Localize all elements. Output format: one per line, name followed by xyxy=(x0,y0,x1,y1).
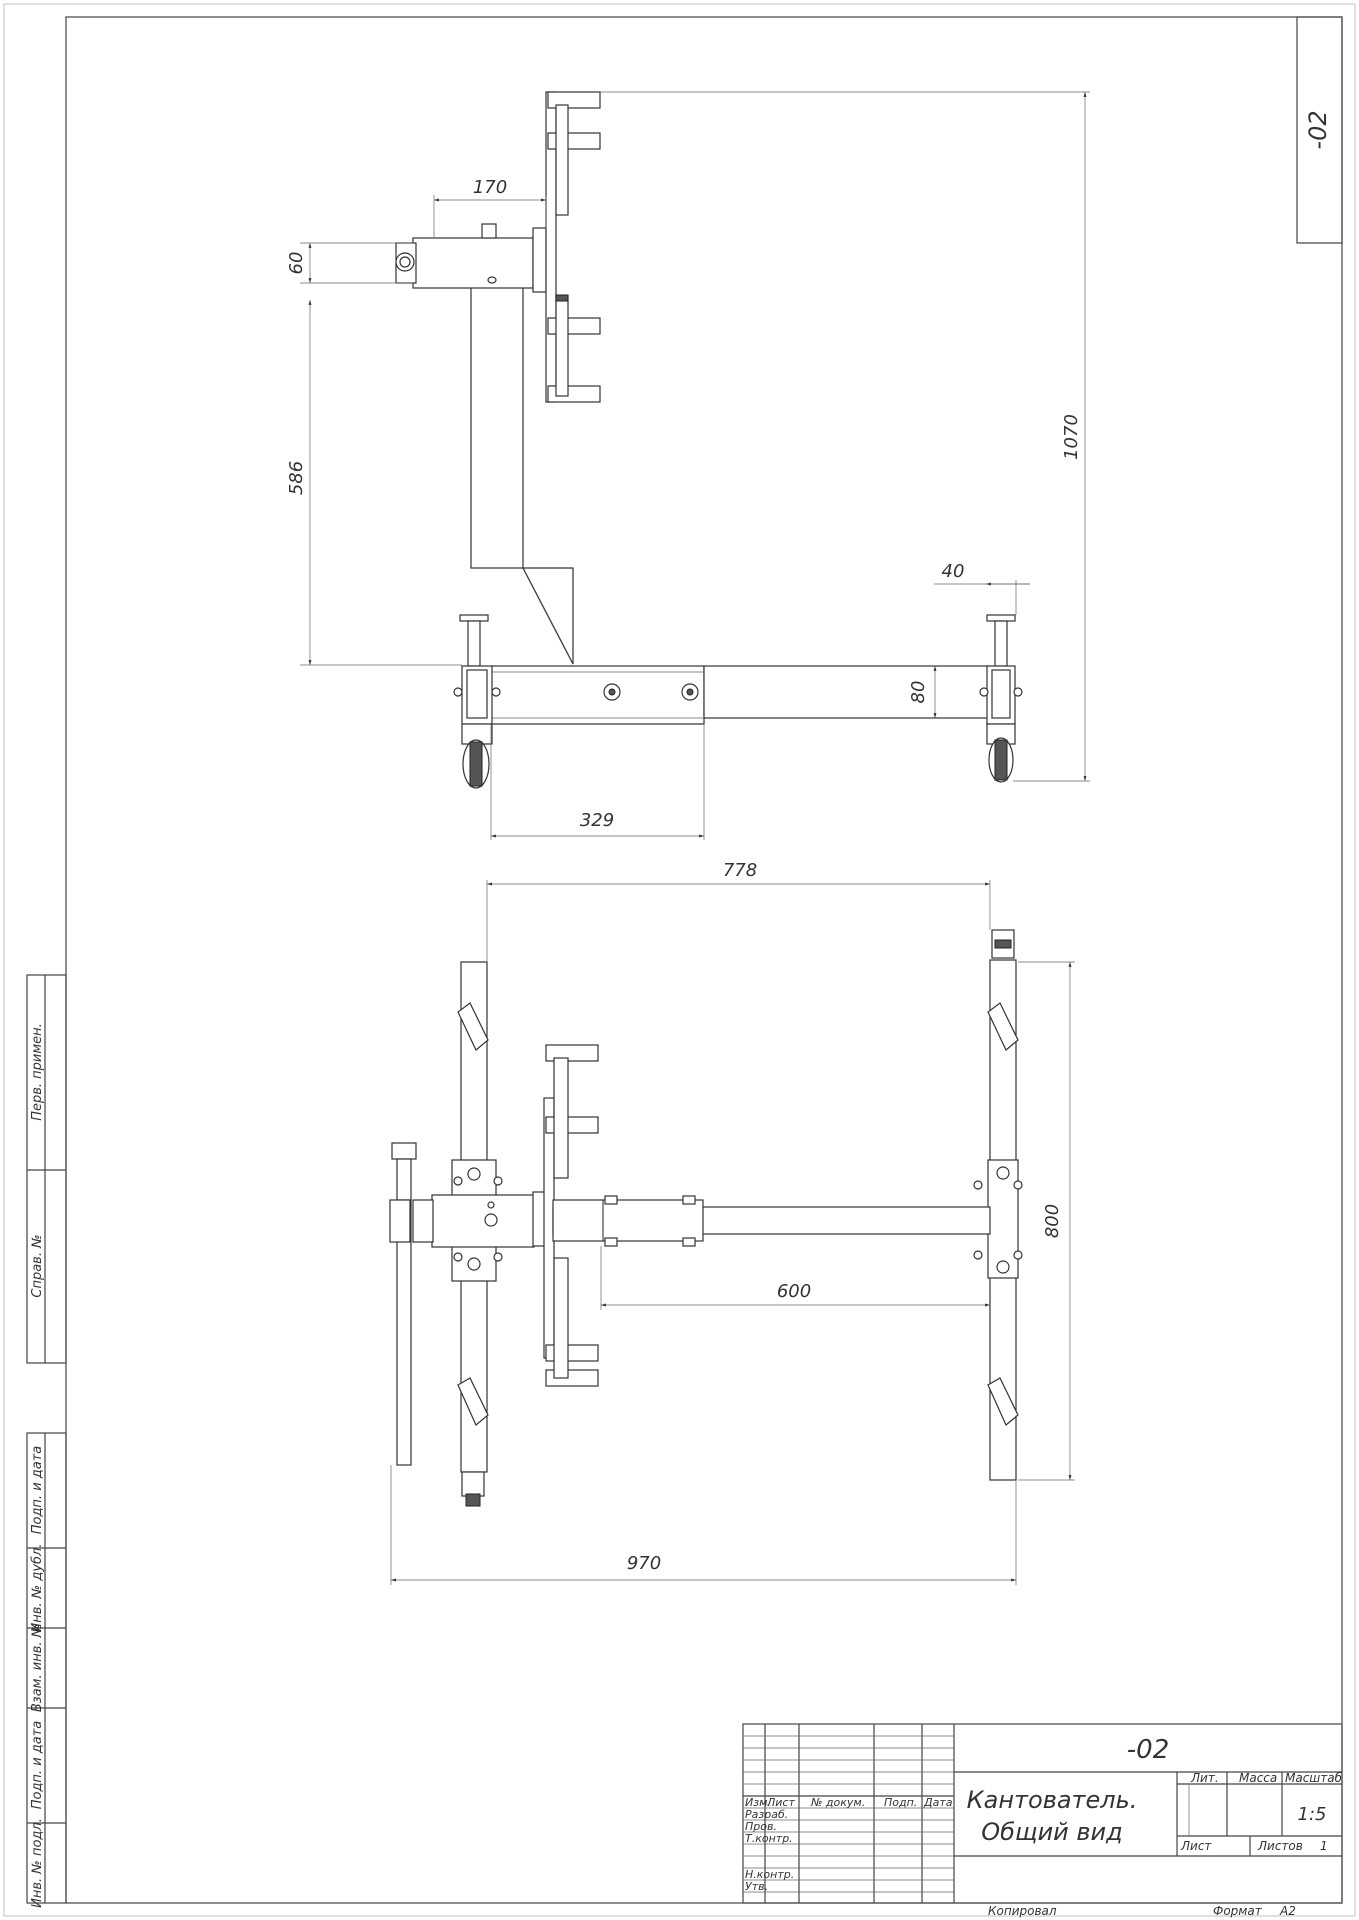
tb-col-dokum: № докум. xyxy=(810,1796,865,1809)
tb-masshtab: Масштаб xyxy=(1285,1771,1343,1785)
tb-format-value: A2 xyxy=(1279,1904,1296,1918)
tb-row-tkontr: Т.контр. xyxy=(745,1832,793,1845)
tb-scale-value: 1:5 xyxy=(1298,1804,1327,1825)
strip-sprav-no: Справ. № xyxy=(30,1234,45,1297)
dim-970: 970 xyxy=(627,1553,661,1574)
side-view: 170 60 586 1070 40 80 329 xyxy=(286,91,1090,840)
dim-170: 170 xyxy=(473,177,507,198)
drawing-frame xyxy=(65,16,1343,1904)
tb-row-utv: Утв. xyxy=(745,1880,768,1893)
left-margin-strip: Перв. примен. Справ. № Подп. и дата Инв.… xyxy=(26,974,67,1908)
tb-row-prov: Пров. xyxy=(745,1820,777,1833)
tb-sheets-value: 1 xyxy=(1320,1839,1328,1853)
right-caster xyxy=(979,614,1023,783)
column xyxy=(470,284,524,569)
tb-copied: Копировал xyxy=(988,1904,1057,1918)
tb-sheet-label: Лист xyxy=(1180,1839,1212,1853)
corner-code-box: -02 xyxy=(1296,16,1343,244)
dim-600: 600 xyxy=(777,1281,811,1302)
head-tube-top xyxy=(431,1194,535,1248)
outer-frame xyxy=(3,3,1356,1917)
tb-row-nkontr: Н.контр. xyxy=(745,1868,794,1881)
dim-1070: 1070 xyxy=(1061,414,1082,460)
strip-podp-data-2: Подп. и дата xyxy=(30,1721,45,1810)
dim-778: 778 xyxy=(723,860,757,881)
dim-329: 329 xyxy=(580,810,614,831)
corner-code: -02 xyxy=(1304,110,1332,149)
tb-col-data: Дата xyxy=(923,1796,953,1809)
tb-format-label: Формат xyxy=(1213,1904,1263,1918)
tb-massa: Масса xyxy=(1239,1771,1277,1785)
strip-inv-podl: Инв. № подл. xyxy=(30,1818,45,1908)
tb-col-podp: Подп. xyxy=(884,1796,917,1809)
dim-80: 80 xyxy=(908,681,929,704)
dim-586: 586 xyxy=(286,461,307,495)
dim-60: 60 xyxy=(286,252,307,275)
base-beam xyxy=(490,665,705,725)
left-caster xyxy=(453,614,501,789)
rotating-plate xyxy=(532,227,547,293)
dim-800: 800 xyxy=(1042,1204,1063,1238)
head-tube xyxy=(412,237,534,289)
dim-40: 40 xyxy=(942,561,965,582)
tb-lit: Лит. xyxy=(1190,1771,1219,1785)
tb-col-izm: Изм. xyxy=(745,1796,771,1809)
tb-name-line1: Кантователь. xyxy=(967,1786,1138,1814)
strip-vzam-inv: Взам. инв. № xyxy=(30,1624,45,1712)
title-block: Изм. Лист № докум. Подп. Дата Разраб. Пр… xyxy=(742,1723,1343,1918)
strip-perv-primen: Перв. примен. xyxy=(30,1023,45,1121)
strip-podp-data-1: Подп. и дата xyxy=(30,1446,45,1535)
tb-col-list: Лист xyxy=(766,1796,795,1809)
tb-sheets-label: Листов xyxy=(1257,1839,1303,1853)
tb-name-line2: Общий вид xyxy=(981,1818,1122,1846)
tb-row-razrab: Разраб. xyxy=(745,1808,788,1821)
top-view: 778 800 600 970 xyxy=(389,860,1075,1585)
tb-designation: -02 xyxy=(1127,1735,1169,1765)
strip-inv-dubl: Инв. № дубл. xyxy=(30,1544,45,1633)
